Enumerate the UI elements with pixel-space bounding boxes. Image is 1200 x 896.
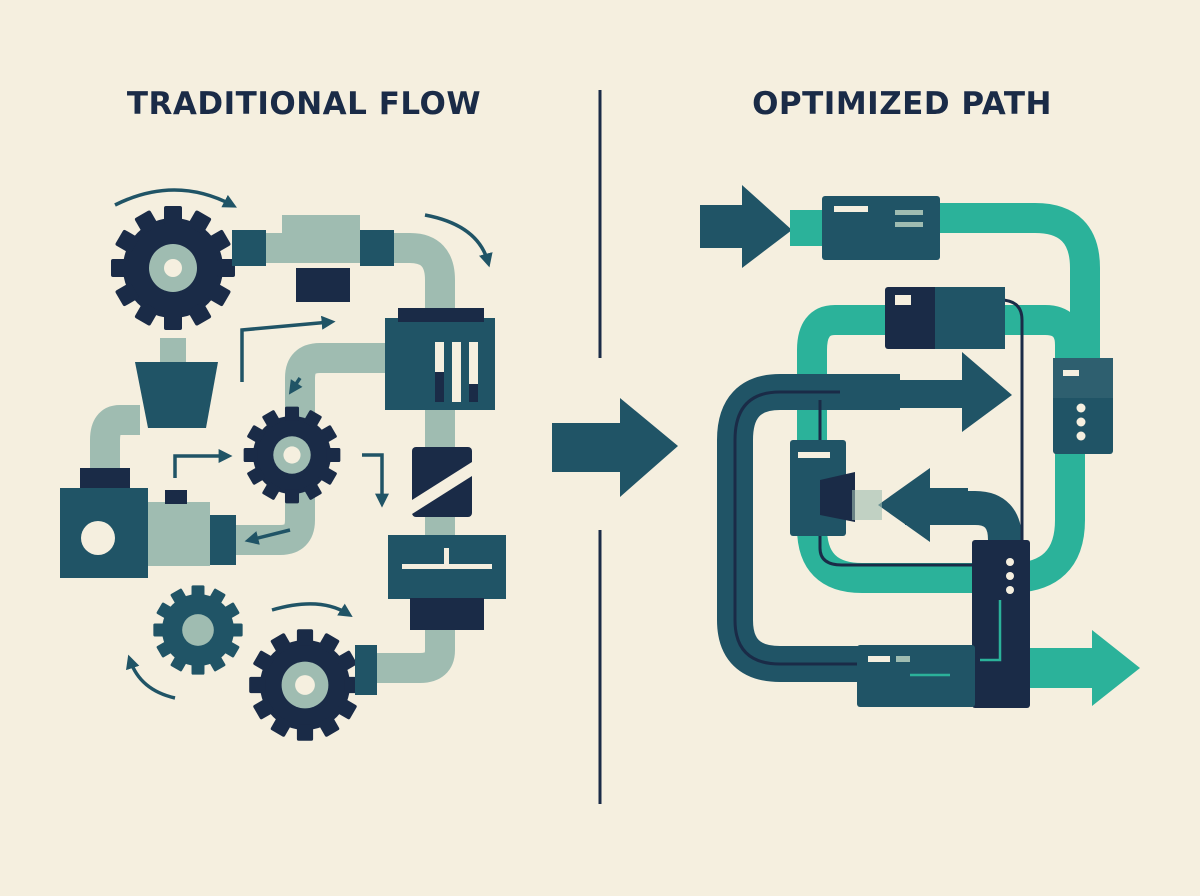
funnel-icon — [135, 338, 218, 428]
pump-icon — [60, 468, 236, 578]
optimized-path-title: OPTIMIZED PATH — [752, 86, 1052, 122]
flow-arrows — [114, 188, 493, 700]
server-icon — [972, 540, 1030, 708]
valve-icon — [232, 215, 394, 302]
teal-pipe-segment — [790, 210, 826, 246]
conduit-line — [733, 390, 900, 666]
forward-arrow-icon — [840, 352, 1012, 432]
traditional-flow-diagram — [60, 188, 506, 741]
module-icon — [790, 440, 855, 536]
control-cabinet-icon — [385, 308, 495, 410]
gear-icon — [243, 406, 341, 504]
pipe-network — [90, 233, 455, 683]
tank-icon — [388, 535, 506, 630]
traditional-flow-title: TRADITIONAL FLOW — [126, 86, 482, 122]
pipe-flange-icon — [355, 645, 377, 695]
backward-arrow-icon — [878, 468, 968, 542]
exit-arrow-icon — [1030, 630, 1140, 706]
server-icon — [1053, 358, 1113, 454]
teal-loop-pipe — [797, 305, 1085, 593]
pipe-coupling-icon — [412, 447, 472, 517]
gear-icon — [249, 629, 361, 741]
module-icon — [885, 287, 1005, 349]
module-icon — [822, 196, 940, 260]
return-conduit-pipe — [905, 491, 1022, 620]
entry-arrow-icon — [700, 185, 792, 268]
gear-icon — [111, 206, 235, 330]
right-arrow-icon — [552, 398, 678, 497]
faded-pipe-segment — [852, 490, 882, 520]
teal-upper-pipe — [940, 203, 1100, 380]
gear-icon — [153, 585, 243, 675]
module-icon — [857, 645, 975, 707]
optimized-path-diagram — [700, 185, 1140, 708]
